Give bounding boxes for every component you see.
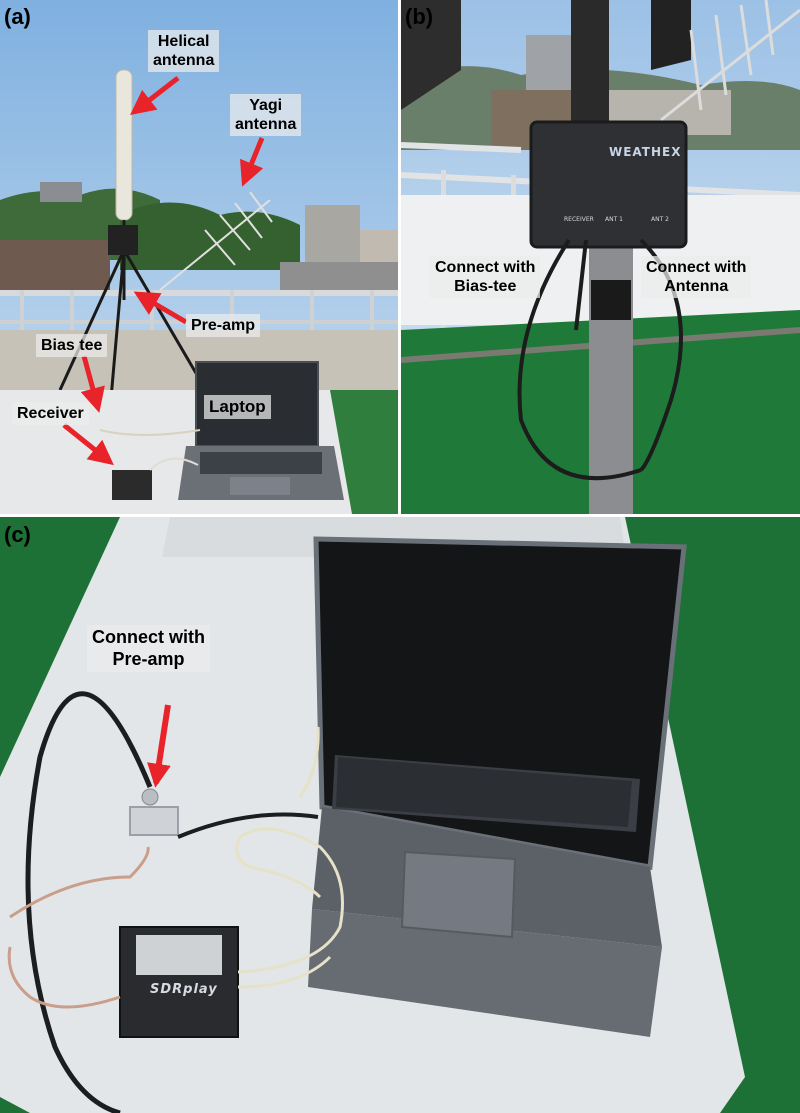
panel-a-letter: (a) [4,4,31,29]
yagi-antenna-label-line1: Yagi [249,97,283,114]
helical-antenna-label-line2: antenna [153,52,215,70]
connect-preamp-label-line2: Pre-amp [112,648,185,669]
port-label-receiver: RECEIVER [564,216,594,223]
panel-a-photo [0,0,398,514]
yagi-antenna-label-line2: antenna [235,116,297,134]
port-label-ant1: ANT 1 [605,216,623,223]
connect-preamp-label-line1: Connect with [92,627,205,647]
helical-antenna-label-line1: Helical [157,33,210,50]
connect-antenna-label-line1: Connect with [646,259,747,276]
helical-antenna-label: Helical antenna [148,30,220,73]
connect-bias-tee-label: Connect with Bias-tee [430,256,541,299]
panel-c: SDRplay (c) Connect with Pre-amp [0,517,800,1113]
panel-b: WEATHEX RECEIVER ANT 1 ANT 2 (b) Connect… [401,0,800,514]
connect-antenna-label: Connect with Antenna [641,256,752,299]
connect-bias-tee-label-line1: Connect with [435,259,536,276]
panel-a: (a) Helical antenna Yagi antenna Pre-amp… [0,0,398,514]
laptop-label: Laptop [204,395,271,420]
preamp-label: Pre-amp [186,314,261,338]
panel-b-letter: (b) [405,4,434,29]
connect-preamp-label: Connect with Pre-amp [87,625,210,673]
yagi-antenna-label: Yagi antenna [230,94,302,137]
connect-antenna-label-line2: Antenna [664,278,729,296]
receiver-brand: SDRplay [150,982,218,997]
receiver-label: Receiver [12,402,89,426]
bias-tee-label: Bias tee [36,334,108,358]
weatherproof-box-brand: WEATHEX [609,145,682,159]
panel-c-letter: (c) [4,522,31,547]
port-label-ant2: ANT 2 [651,216,669,223]
connect-bias-tee-label-line2: Bias-tee [454,278,517,296]
panel-c-photo [0,517,800,1113]
